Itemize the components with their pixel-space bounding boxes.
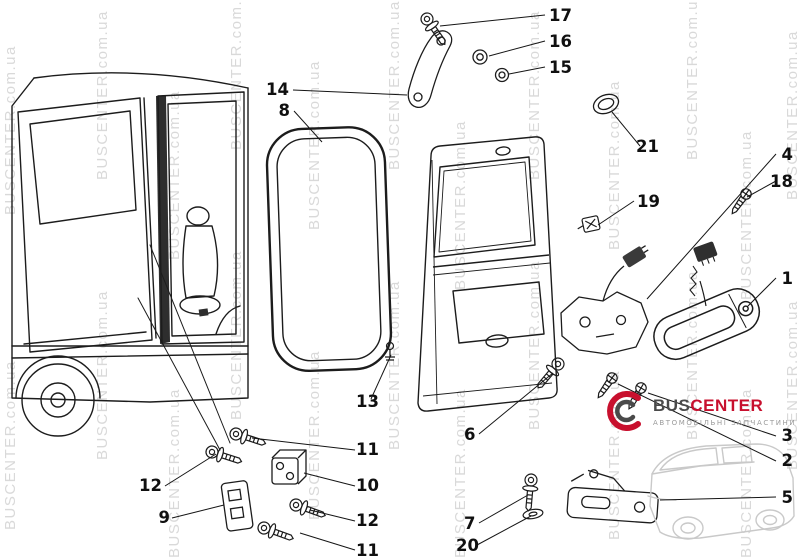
callout-19: 19 — [637, 192, 660, 211]
callout-18: 18 — [770, 172, 793, 191]
logo-tagline: АВТОМОБІЛЬНІ ЗАПЧАСТИНИ — [653, 418, 797, 427]
callout-2: 2 — [782, 451, 793, 470]
callout-12-lower: 12 — [356, 511, 379, 530]
bolt-6 — [537, 357, 565, 389]
logo-text-bus: BUS — [653, 395, 691, 415]
callout-17: 17 — [549, 6, 572, 25]
callout-21: 21 — [636, 137, 659, 156]
callout-20: 20 — [456, 536, 479, 555]
callout-10: 10 — [356, 476, 379, 495]
latch-assembly-4 — [560, 245, 649, 355]
callout-5: 5 — [782, 488, 793, 507]
bolt-11-upper — [229, 427, 267, 446]
callout-16: 16 — [549, 32, 572, 51]
callout-15: 15 — [549, 58, 572, 77]
bolt-12-lower — [289, 498, 326, 518]
bolt-17 — [420, 12, 446, 46]
nut-15 — [494, 67, 510, 83]
callout-13: 13 — [356, 392, 379, 411]
washer-16 — [472, 49, 488, 65]
callout-11-lower: 11 — [356, 541, 379, 558]
callout-6: 6 — [464, 425, 475, 444]
grommet-21 — [592, 93, 620, 115]
screw-18 — [731, 188, 752, 215]
logo-text-block: BUSCENTER АВТОМОБІЛЬНІ ЗАПЧАСТИНИ — [653, 396, 796, 427]
bolt-12-upper — [205, 445, 243, 464]
clip-19 — [577, 215, 601, 233]
callout-labels: 17 16 15 14 8 21 4 18 19 1 13 11 6 3 2 1… — [139, 6, 793, 558]
hinge-block-10 — [271, 449, 307, 485]
hinge-plate-9 — [220, 480, 254, 532]
callout-9: 9 — [159, 508, 170, 527]
door-panel — [417, 136, 558, 412]
callout-1: 1 — [782, 269, 793, 288]
buscenter-logo: BUSCENTER АВТОМОБІЛЬНІ ЗАПЧАСТИНИ — [604, 390, 796, 432]
logo-text-center: CENTER — [690, 395, 764, 415]
callout-12-left: 12 — [139, 476, 162, 495]
bolt-11-lower — [257, 521, 294, 541]
van-illustration — [11, 72, 249, 451]
callout-14: 14 — [266, 80, 289, 99]
bolt-7 — [522, 473, 539, 512]
callout-11-upper: 11 — [356, 440, 379, 459]
screw-2 — [597, 372, 618, 399]
van-sketch — [647, 443, 795, 540]
door-seal — [265, 126, 393, 372]
callout-8: 8 — [279, 101, 290, 120]
lock-striker-5 — [566, 469, 659, 524]
washer-20 — [522, 508, 544, 520]
callout-7: 7 — [464, 514, 475, 533]
leader-lines — [164, 14, 777, 551]
callout-3: 3 — [782, 426, 793, 445]
callout-4: 4 — [782, 145, 793, 164]
buscenter-logo-icon — [607, 391, 641, 431]
logo-brand: BUSCENTER — [653, 396, 796, 416]
door-handle-1 — [653, 241, 761, 361]
